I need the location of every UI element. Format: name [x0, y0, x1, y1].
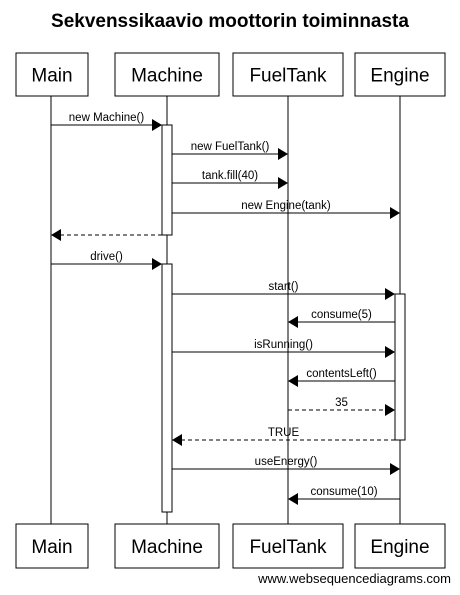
- arrowhead-icon: [390, 463, 400, 475]
- activation-bars: [161, 124, 406, 513]
- participant-top-main: Main: [15, 52, 89, 97]
- participant-footer-row: Main Machine FuelTank Engine: [15, 523, 446, 569]
- message-10: contentsLeft(): [288, 368, 395, 387]
- arrowhead-icon: [385, 346, 395, 358]
- arrowhead-icon: [278, 177, 288, 189]
- participant-label: Main: [31, 537, 72, 558]
- arrowhead-icon: [385, 404, 395, 416]
- message-5: [51, 229, 162, 241]
- participant-top-fueltank: FuelTank: [232, 52, 344, 97]
- participant-box: [15, 523, 89, 569]
- participant-box: [114, 523, 220, 569]
- arrowhead-icon: [288, 316, 298, 328]
- message-label: drive(): [90, 251, 123, 263]
- arrowhead-icon: [385, 288, 395, 300]
- arrowhead-icon: [278, 148, 288, 160]
- participant-label: Engine: [370, 66, 429, 87]
- message-label: new FuelTank(): [191, 141, 270, 153]
- participant-header-row: Main Machine FuelTank Engine: [15, 52, 446, 97]
- message-label: tank.fill(40): [202, 170, 258, 182]
- arrowhead-icon: [390, 207, 400, 219]
- message-14: consume(10): [288, 486, 400, 505]
- participant-bottom-engine: Engine: [354, 523, 446, 569]
- participant-bottom-fueltank: FuelTank: [232, 523, 344, 569]
- participant-label: Machine: [131, 537, 203, 558]
- participant-box: [232, 52, 344, 97]
- participant-box: [354, 52, 446, 97]
- participant-label: Machine: [131, 66, 203, 87]
- message-label: consume(10): [310, 486, 377, 498]
- message-12: TRUE: [172, 427, 395, 446]
- participant-label: FuelTank: [249, 66, 327, 87]
- message-6: drive(): [51, 251, 162, 270]
- message-1: new Machine(): [51, 112, 162, 131]
- message-3: tank.fill(40): [172, 170, 288, 189]
- message-4: new Engine(tank): [172, 200, 400, 219]
- message-7: start(): [172, 281, 395, 300]
- participant-label: FuelTank: [249, 537, 327, 558]
- message-11: 35: [288, 397, 395, 416]
- message-9: isRunning(): [172, 339, 395, 358]
- participant-label: Main: [31, 66, 72, 87]
- arrowhead-icon: [288, 375, 298, 387]
- participant-bottom-machine: Machine: [114, 523, 220, 569]
- message-label: consume(5): [311, 309, 372, 321]
- arrowhead-icon: [172, 434, 182, 446]
- arrowhead-icon: [152, 119, 162, 131]
- participant-top-machine: Machine: [114, 52, 220, 97]
- message-label: contentsLeft(): [306, 368, 376, 380]
- message-label: 35: [335, 397, 348, 409]
- activation-bar-engine: [394, 293, 406, 441]
- participant-box: [354, 523, 446, 569]
- participant-box: [15, 52, 89, 97]
- participant-label: Engine: [370, 537, 429, 558]
- activation-bar-machine: [161, 124, 173, 236]
- message-label: useEnergy(): [255, 456, 318, 468]
- participant-box: [232, 523, 344, 569]
- message-8: consume(5): [288, 309, 395, 328]
- message-label: start(): [268, 281, 298, 293]
- activation-bar-machine: [161, 263, 173, 513]
- messages: new Machine() new FuelTank() tank.fill(40)…: [51, 112, 400, 505]
- message-label: new Engine(tank): [241, 200, 331, 212]
- participant-bottom-main: Main: [15, 523, 89, 569]
- message-label: new Machine(): [69, 112, 145, 124]
- message-13: useEnergy(): [172, 456, 400, 475]
- arrowhead-icon: [51, 229, 61, 241]
- message-label: TRUE: [268, 427, 300, 439]
- message-label: isRunning(): [254, 339, 313, 351]
- arrowhead-icon: [152, 258, 162, 270]
- message-2: new FuelTank(): [172, 141, 288, 160]
- diagram-title: Sekvenssikaavio moottorin toiminnasta: [51, 11, 409, 32]
- footer-credit: www.websequencediagrams.com: [257, 571, 451, 586]
- participant-top-engine: Engine: [354, 52, 446, 97]
- participant-box: [114, 52, 220, 97]
- arrowhead-icon: [288, 493, 298, 505]
